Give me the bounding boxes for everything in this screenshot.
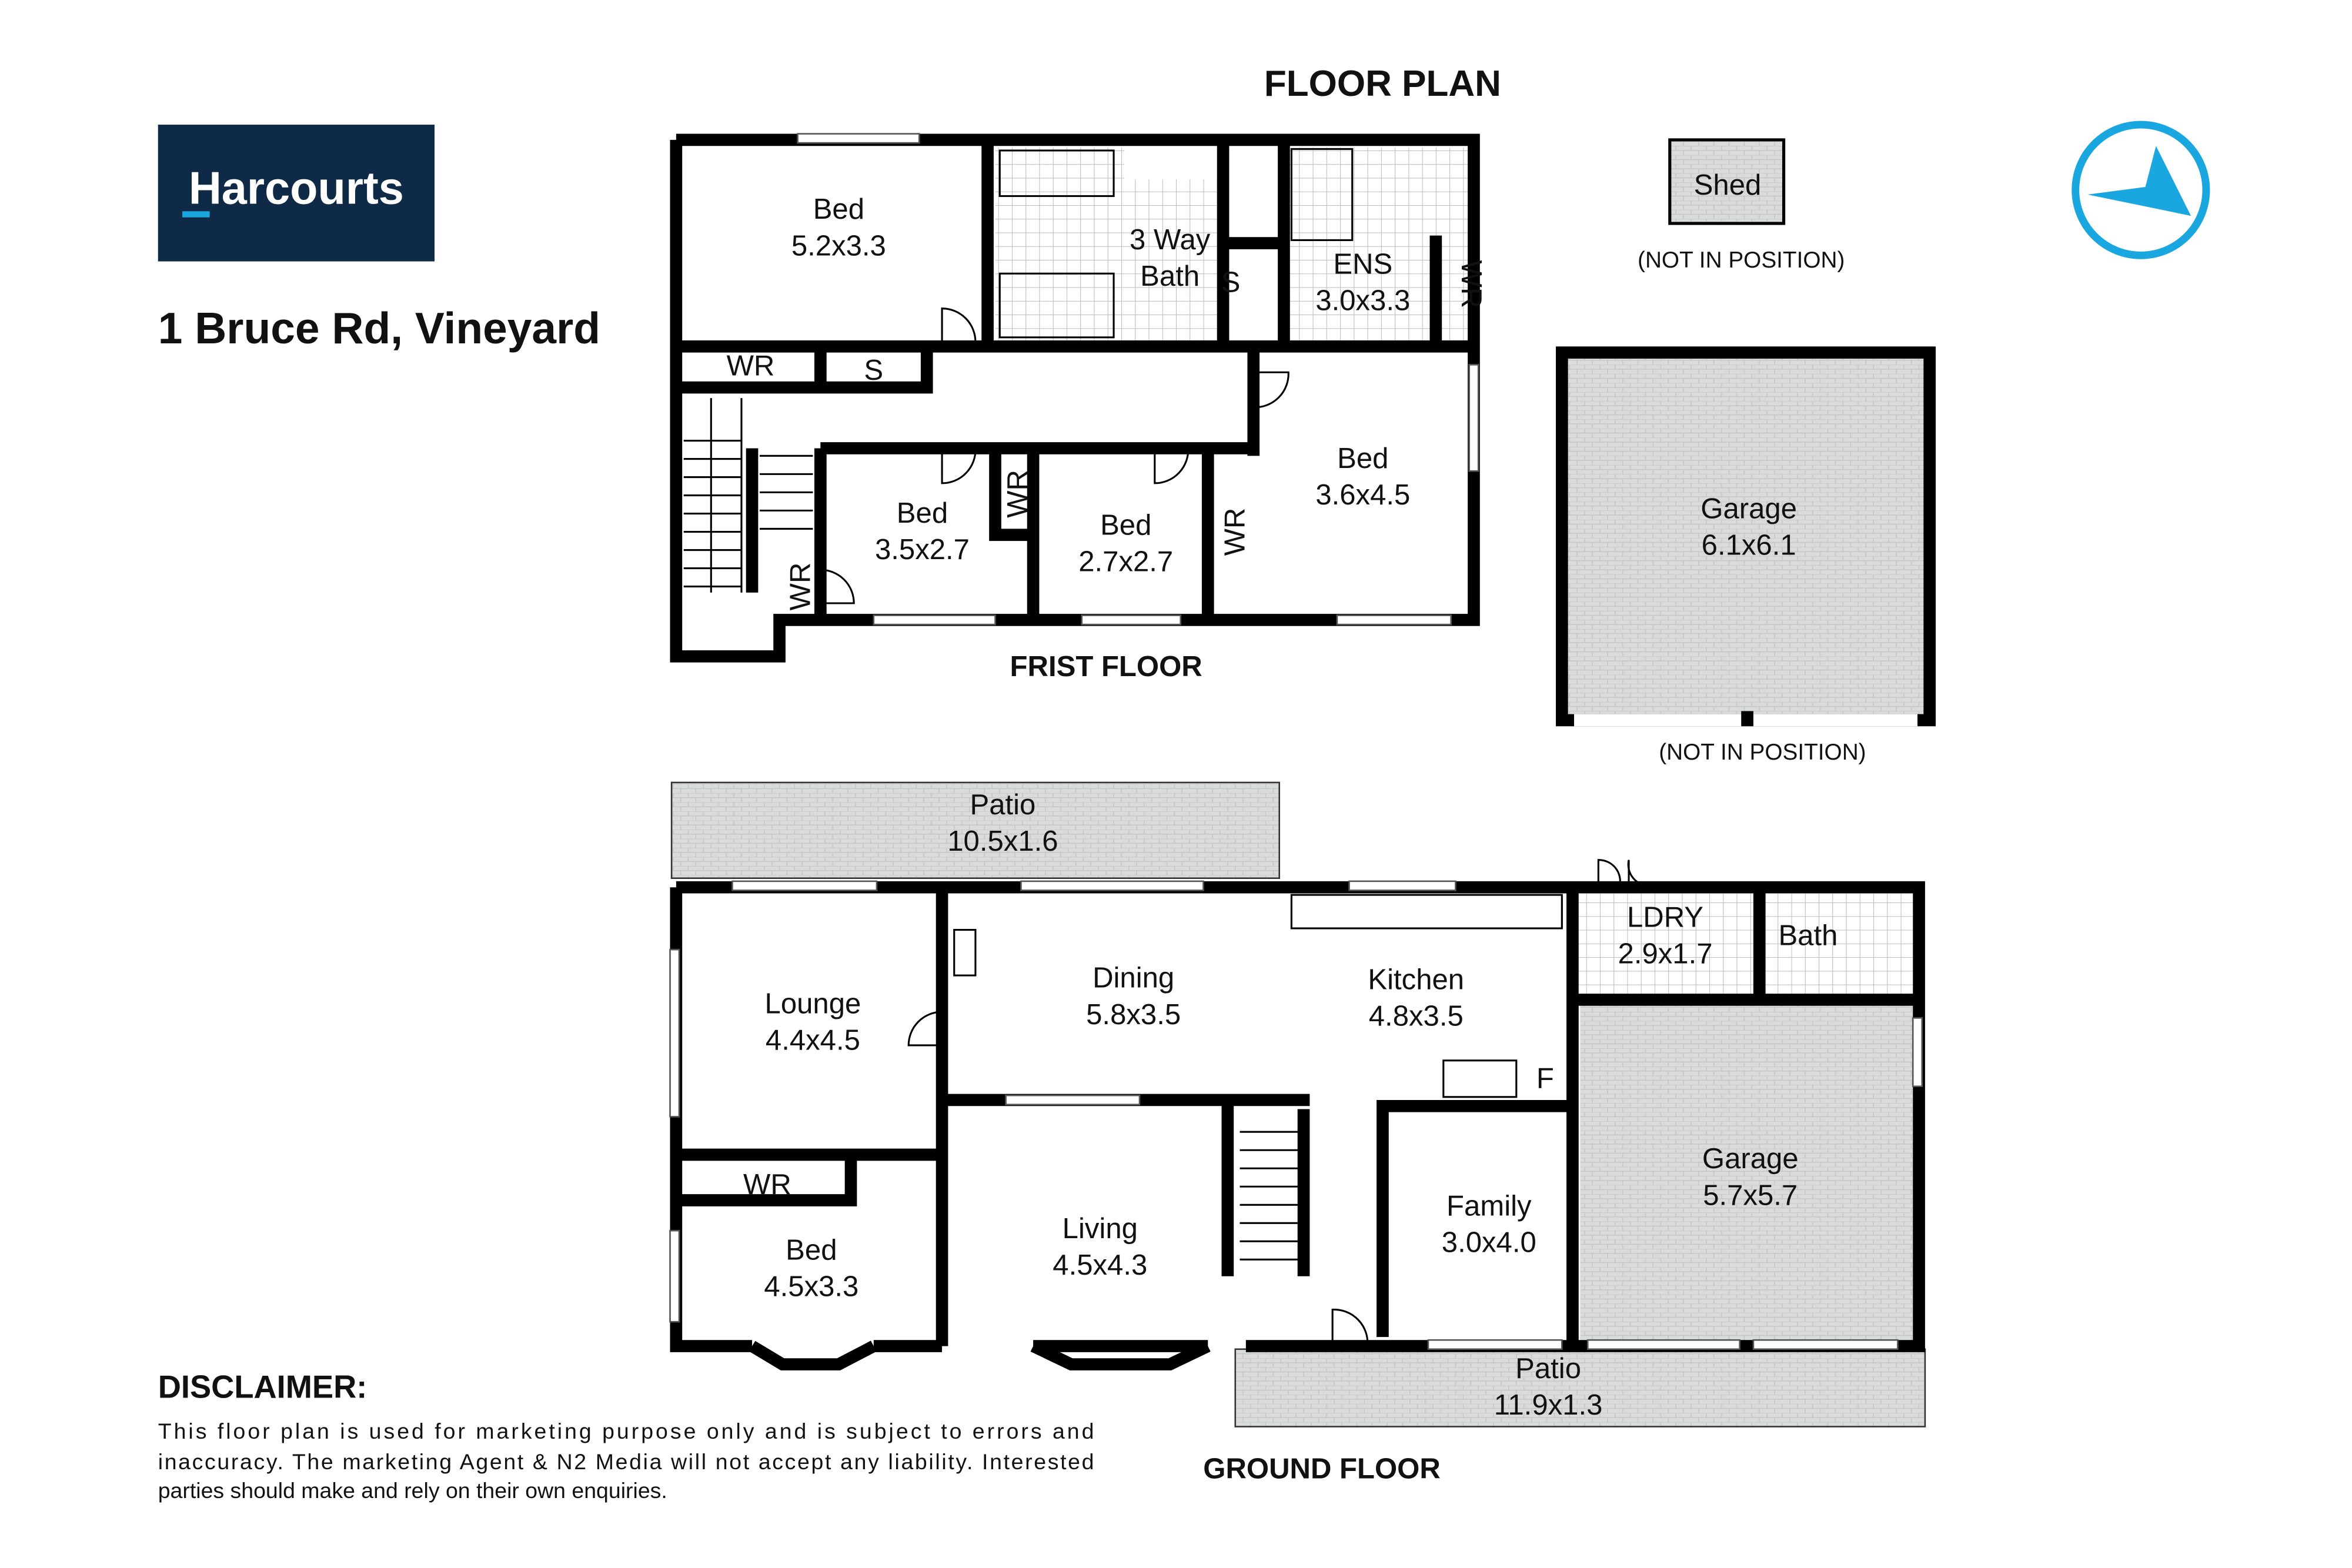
shed: Shed (NOT IN POSITION) bbox=[1638, 138, 1845, 273]
north-arrow-icon bbox=[2072, 121, 2210, 259]
shed-label: Shed bbox=[1694, 169, 1762, 201]
room-size: 4.8x3.5 bbox=[1369, 1000, 1464, 1032]
wardrobe-label: WR bbox=[784, 563, 816, 611]
room-label: Bed bbox=[813, 193, 864, 225]
room-label: Patio bbox=[970, 789, 1035, 821]
room-size: 2.9x1.7 bbox=[1618, 938, 1713, 969]
storage-label: S bbox=[864, 355, 883, 386]
room-size: 4.5x3.3 bbox=[764, 1271, 858, 1302]
page-title: FLOOR PLAN bbox=[1264, 63, 1501, 104]
wardrobe-label: WR bbox=[1002, 470, 1034, 518]
logo-text: Harcourts bbox=[189, 163, 404, 213]
room-size: Bath bbox=[1140, 260, 1200, 292]
room-label: Bath bbox=[1778, 920, 1838, 951]
room-size: 10.5x1.6 bbox=[947, 825, 1058, 857]
staircase bbox=[683, 398, 813, 593]
first-floor-plan: Bed 5.2x3.3 3 Way Bath ENS 3.0x3.3 Bed 3… bbox=[670, 133, 1487, 683]
disclaimer: DISCLAIMER: This floor plan is used for … bbox=[158, 1369, 1094, 1503]
first-floor-label: FRIST FLOOR bbox=[1010, 651, 1202, 683]
garage-note: (NOT IN POSITION) bbox=[1659, 740, 1866, 765]
harcourts-logo: Harcourts bbox=[158, 125, 435, 262]
room-label: Lounge bbox=[765, 988, 861, 1020]
room-label: LDRY bbox=[1627, 901, 1703, 933]
fridge-label: F bbox=[1536, 1062, 1554, 1094]
room-label: Bed bbox=[897, 497, 948, 529]
room-size: 3.0x4.0 bbox=[1442, 1226, 1536, 1258]
ground-floor-plan: Patio 10.5x1.6 Lounge 4.4x4.5 Dining 5.8… bbox=[669, 781, 1926, 1485]
disclaimer-heading: DISCLAIMER: bbox=[158, 1369, 368, 1405]
garage-size: 6.1x6.1 bbox=[1702, 529, 1796, 561]
room-size: 4.5x4.3 bbox=[1053, 1249, 1147, 1281]
room-label: Garage bbox=[1702, 1143, 1799, 1175]
room-size: 3.5x2.7 bbox=[875, 534, 970, 566]
room-size: 3.0x3.3 bbox=[1315, 285, 1410, 316]
storage-label: S bbox=[1221, 266, 1241, 298]
room-label: Patio bbox=[1515, 1353, 1581, 1385]
room-label: Living bbox=[1063, 1213, 1138, 1245]
room-size: 5.2x3.3 bbox=[791, 230, 886, 262]
wardrobe-label: WR bbox=[1455, 260, 1487, 308]
property-address: 1 Bruce Rd, Vineyard bbox=[158, 303, 600, 353]
wardrobe-label: WR bbox=[1219, 508, 1251, 556]
room-label: Dining bbox=[1093, 962, 1174, 994]
disclaimer-line: parties should make and rely on their ow… bbox=[158, 1478, 667, 1503]
room-label: ENS bbox=[1333, 248, 1392, 280]
room-label: Bed bbox=[786, 1234, 837, 1266]
room-label: Bed bbox=[1337, 443, 1388, 474]
staircase bbox=[1240, 1131, 1301, 1261]
garage-label: Garage bbox=[1700, 493, 1797, 524]
disclaimer-line: inaccuracy. The marketing Agent & N2 Med… bbox=[158, 1449, 1094, 1474]
room-label: Kitchen bbox=[1368, 964, 1464, 995]
ground-floor-label: GROUND FLOOR bbox=[1203, 1453, 1441, 1485]
room-size: 5.8x3.5 bbox=[1086, 999, 1181, 1031]
wardrobe-label: WR bbox=[727, 350, 775, 382]
room-size: 5.7x5.7 bbox=[1703, 1179, 1798, 1211]
shed-note: (NOT IN POSITION) bbox=[1638, 248, 1845, 273]
room-label: Bed bbox=[1100, 510, 1151, 541]
detached-garage: Garage 6.1x6.1 (NOT IN POSITION) bbox=[1555, 346, 1936, 765]
room-size: 2.7x2.7 bbox=[1078, 546, 1173, 578]
room-size: 3.6x4.5 bbox=[1315, 479, 1410, 511]
room-label: 3 Way bbox=[1130, 224, 1211, 256]
room-label: Family bbox=[1446, 1190, 1532, 1222]
wardrobe-label: WR bbox=[743, 1169, 791, 1201]
room-size: 11.9x1.3 bbox=[1494, 1389, 1603, 1421]
disclaimer-line: This floor plan is used for marketing pu… bbox=[158, 1419, 1094, 1443]
room-size: 4.4x4.5 bbox=[766, 1025, 860, 1057]
